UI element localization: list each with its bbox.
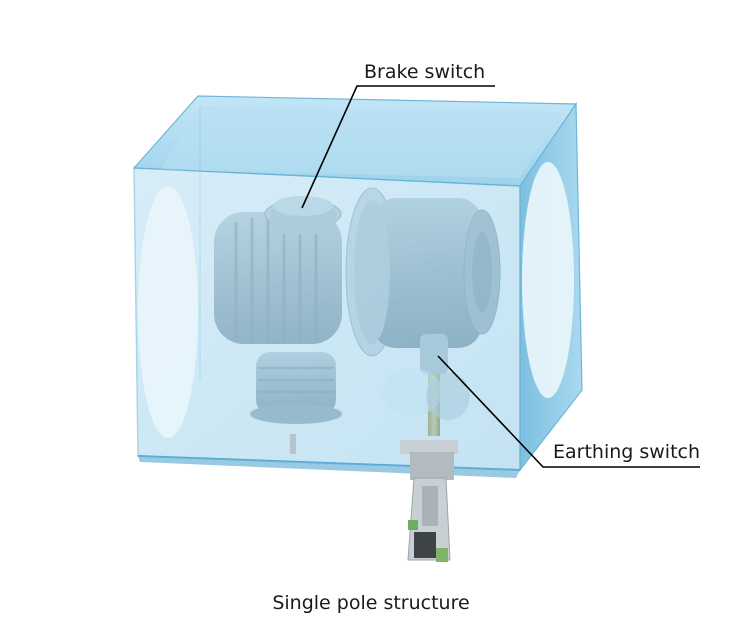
enclosure-front <box>134 168 520 478</box>
left-window <box>138 186 198 438</box>
caption-text: Single pole structure <box>272 592 469 614</box>
earthing-switch-label: Earthing switch <box>553 441 700 463</box>
mounting-stub <box>290 434 296 454</box>
brake-switch-label: Brake switch <box>364 61 485 83</box>
diagram-caption: Single pole structure <box>0 592 742 614</box>
right-window <box>522 162 574 398</box>
enclosure-back-inner <box>160 106 560 178</box>
